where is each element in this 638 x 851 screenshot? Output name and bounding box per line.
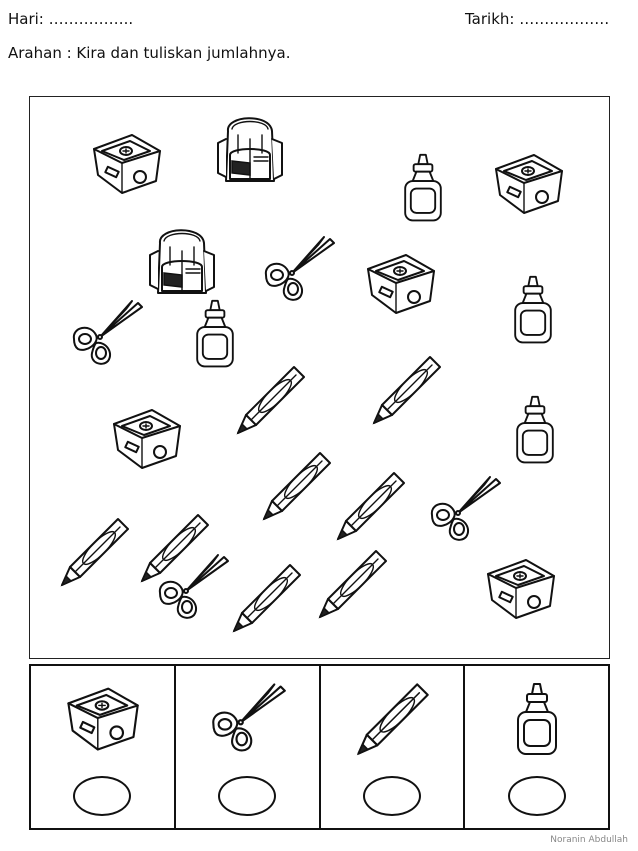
- glue-bottle-icon: [508, 273, 558, 348]
- crayon-icon: [230, 359, 310, 439]
- scissors-icon: [424, 473, 504, 543]
- crayon-icon: [366, 349, 446, 429]
- glue-bottle-icon: [510, 680, 564, 760]
- glue-bottle-icon: [510, 393, 560, 468]
- crayon-icon: [256, 445, 336, 525]
- answer-cell-sharpener: [31, 666, 176, 828]
- glue-bottle-icon: [398, 151, 448, 226]
- backpack-icon: [142, 221, 222, 301]
- answer-oval[interactable]: [218, 776, 277, 816]
- answer-row: [29, 664, 610, 830]
- date-field: Tarikh: ………………: [465, 10, 610, 28]
- answer-cell-crayon: [321, 666, 466, 828]
- crayon-icon: [134, 507, 214, 587]
- scissors-icon: [205, 680, 289, 754]
- crayon-icon: [226, 557, 306, 637]
- day-field: Hari: ……………..: [8, 10, 134, 28]
- counting-picture-frame: [29, 96, 610, 659]
- answer-oval[interactable]: [73, 776, 132, 816]
- pencil-sharpener-icon: [86, 127, 166, 197]
- pencil-sharpener-icon: [60, 680, 144, 754]
- answer-cell-scissors: [176, 666, 321, 828]
- pencil-sharpener-icon: [106, 402, 186, 472]
- pencil-sharpener-icon: [488, 147, 568, 217]
- answer-oval[interactable]: [362, 776, 421, 816]
- pencil-sharpener-icon: [480, 552, 560, 622]
- answer-cell-glue: [465, 666, 608, 828]
- crayon-icon: [330, 465, 410, 545]
- crayon-icon: [312, 543, 392, 623]
- answer-oval[interactable]: [507, 776, 566, 816]
- crayon-icon: [350, 676, 434, 760]
- pencil-sharpener-icon: [360, 247, 440, 317]
- scissors-icon: [66, 297, 146, 367]
- crayon-icon: [54, 511, 134, 591]
- author-credit: Noranin Abdullah: [550, 835, 628, 845]
- instruction-text: Arahan : Kira dan tuliskan jumlahnya.: [8, 44, 291, 62]
- backpack-icon: [210, 109, 290, 189]
- scissors-icon: [258, 233, 338, 303]
